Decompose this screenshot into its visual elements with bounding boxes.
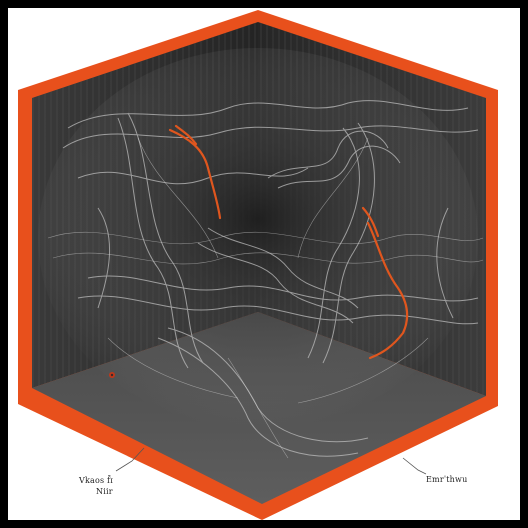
annotation-left-line2: Niir <box>96 487 113 496</box>
image-frame: Vkaos f̄ɪ Niir Emrˈthwu <box>8 8 520 520</box>
cavity-mist <box>38 48 478 428</box>
fibrous-strands-fine <box>47 137 484 459</box>
orange-veins <box>168 124 409 360</box>
left-leader-line <box>115 447 145 472</box>
annotation-right-line1: Emrˈthwu <box>426 475 468 484</box>
cube-illustration <box>18 10 498 520</box>
annotation-left-line1: Vkaos f̄ɪ <box>79 476 113 485</box>
right-leader-line <box>402 457 427 475</box>
floor-marker-dot <box>110 373 114 377</box>
fibrous-strands <box>62 100 479 457</box>
